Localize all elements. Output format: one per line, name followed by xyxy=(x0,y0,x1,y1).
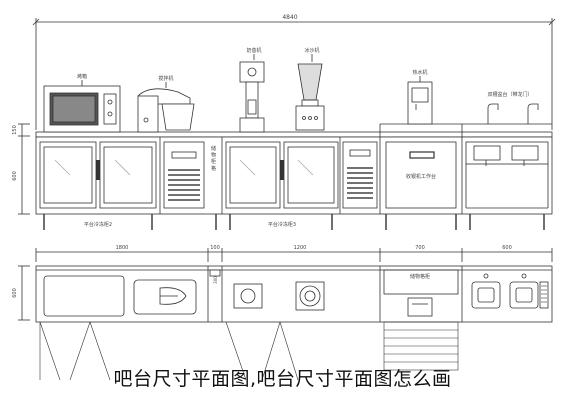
cabinet-legs xyxy=(43,214,545,230)
plan-dim-4: 700 xyxy=(415,245,425,251)
door-swings xyxy=(39,321,459,381)
shaker-appliance: 奶昔机 xyxy=(239,47,265,133)
microwave-label: 烤箱 xyxy=(77,73,87,80)
plan-side-dim: 600 xyxy=(12,288,18,298)
compressor-grille-2 xyxy=(342,141,378,209)
overall-dimension: 4840 xyxy=(32,14,556,130)
shaker-label: 奶昔机 xyxy=(246,47,261,54)
blender-appliance: 冰沙机 xyxy=(295,47,325,131)
overall-dim-label: 4840 xyxy=(282,14,297,21)
plan-left-station xyxy=(43,275,197,317)
height-dim-body: 600 xyxy=(12,171,18,181)
plan-middle-station xyxy=(233,281,325,311)
fridge-2-label: 平台冷冻柜2 xyxy=(84,221,112,228)
caption: 吧台尺寸平面图,吧台尺寸平面图怎么画 xyxy=(113,368,452,390)
plan-dim-3: 1200 xyxy=(294,245,307,251)
plan-dim-1: 1800 xyxy=(116,245,129,251)
water-heater-label: 热水机 xyxy=(412,69,427,76)
compressor-grille-1 xyxy=(163,141,205,209)
plan-counter-outline xyxy=(35,265,553,323)
plan-dim-5: 600 xyxy=(502,245,512,251)
drawer-station: 收银机工作台 xyxy=(385,141,457,209)
microwave-appliance: 烤箱 xyxy=(43,73,121,133)
fridge-3: 平台冷冻柜3 xyxy=(225,141,339,228)
plan-cash-station: 储物格柜 xyxy=(383,269,459,317)
storage-column-label: 储 物 柜 格 xyxy=(210,145,216,172)
counter-top xyxy=(35,131,553,138)
height-dimensions: 150 600 xyxy=(12,123,30,215)
water-heater-appliance: 热水机 xyxy=(407,69,433,125)
plan-dimensions: 1800 100 1200 700 600 xyxy=(35,245,553,262)
plan-cash-label: 储物格柜 xyxy=(410,273,430,280)
fridge-2: 平台冷冻柜2 xyxy=(39,141,157,228)
sink-faucets: 双槽盆台（带龙门） xyxy=(487,91,539,124)
plan-sink-station xyxy=(471,273,549,309)
sink-cabinet xyxy=(465,141,549,209)
plan-view: 1800 100 1200 700 600 600 300 xyxy=(12,245,553,381)
height-dim-top: 150 xyxy=(12,125,18,135)
drawer-station-label: 收银机工作台 xyxy=(406,173,436,180)
fridge-3-label: 平台冷冻柜3 xyxy=(268,221,296,228)
elevation-view: 4840 150 600 xyxy=(12,14,556,230)
sink-unit-label: 双槽盆台（带龙门） xyxy=(487,91,532,98)
cabinet-body xyxy=(35,136,553,215)
mixer-label: 搅拌机 xyxy=(158,75,173,82)
blender-label: 冰沙机 xyxy=(304,47,319,54)
mixer-appliance: 搅拌机 xyxy=(137,75,195,133)
plan-dim-2: 100 xyxy=(210,245,220,251)
plan-small-dim: 300 xyxy=(213,276,218,284)
